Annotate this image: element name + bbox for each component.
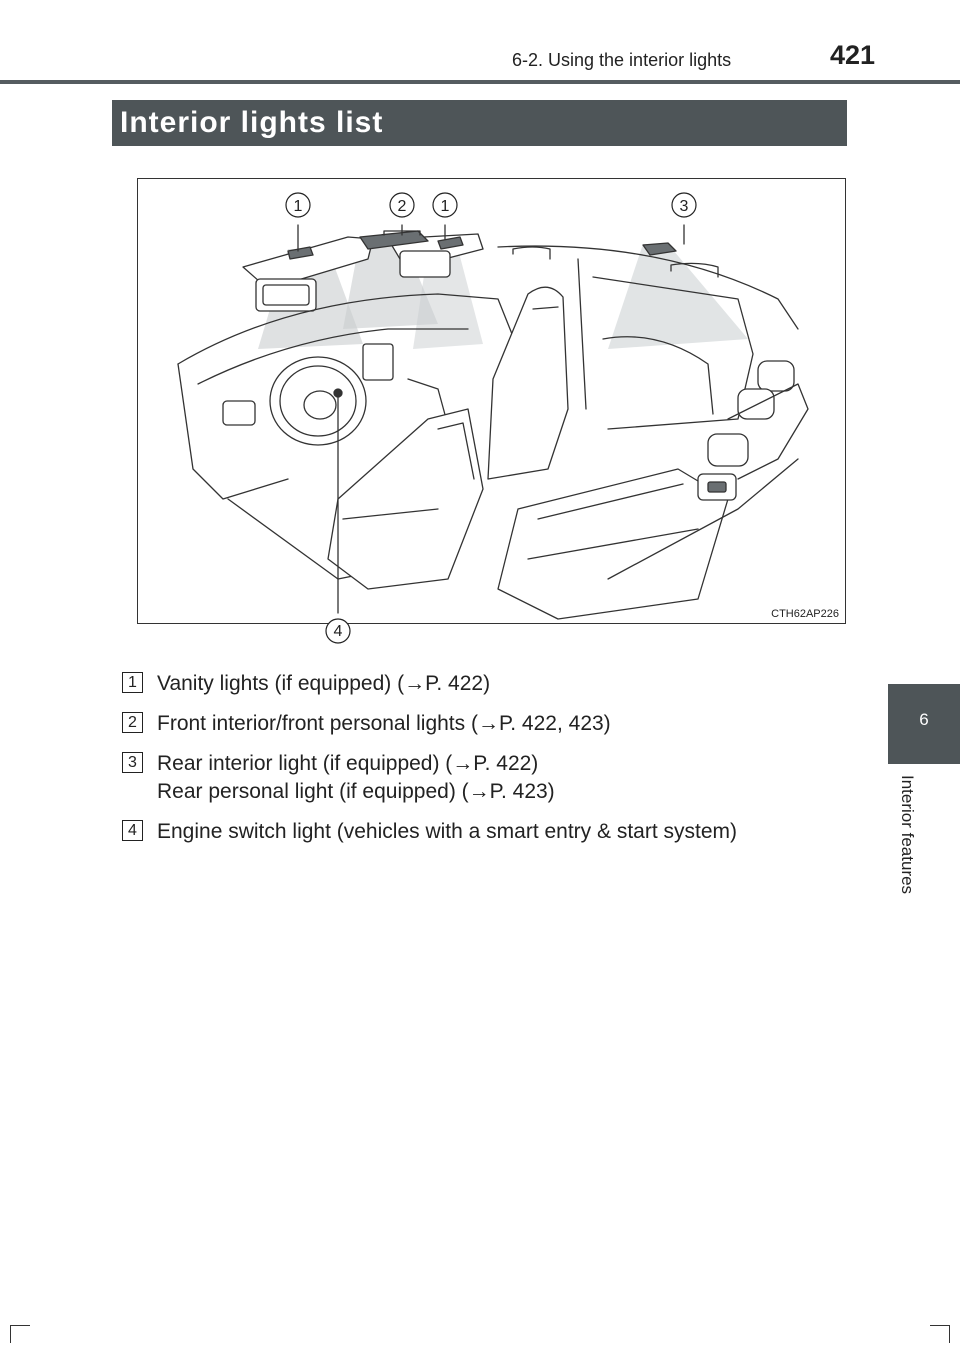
item-number-badge: 2: [122, 712, 143, 733]
item-number-badge: 4: [122, 820, 143, 841]
callout-1b: 1: [441, 198, 450, 215]
lights-list: 1 Vanity lights (if equipped) (→P. 422) …: [122, 670, 842, 858]
car-interior-drawing: 1 2 1 3 4: [177, 192, 809, 644]
item-text: Rear interior light (if equipped) (→P. 4…: [157, 752, 539, 775]
list-item: 3 Rear interior light (if equipped) (→P.…: [122, 750, 842, 806]
item-number-badge: 3: [122, 752, 143, 773]
crop-mark: [10, 1325, 11, 1343]
list-item: 4 Engine switch light (vehicles with a s…: [122, 818, 842, 846]
callout-4: 4: [334, 623, 343, 640]
figure-code: CTH62AP226: [771, 608, 839, 620]
callout-3: 3: [680, 198, 689, 215]
item-text: Front interior/front personal lights (→P…: [157, 712, 611, 735]
page-number: 421: [830, 40, 876, 70]
header-rule: [0, 80, 960, 84]
callout-2: 2: [398, 198, 407, 215]
item-text: Engine switch light (vehicles with a sma…: [157, 820, 738, 843]
interior-illustration: 1 2 1 3 4 CTH62AP226: [137, 178, 846, 644]
page-heading: Interior lights list: [112, 100, 847, 146]
section-title: 6-2. Using the interior lights: [512, 50, 732, 70]
crop-mark: [930, 1325, 950, 1326]
item-text: Vanity lights (if equipped) (→P. 422): [157, 672, 491, 695]
crop-mark: [949, 1325, 950, 1343]
list-item: 2 Front interior/front personal lights (…: [122, 710, 842, 738]
callout-1a: 1: [294, 198, 303, 215]
chapter-tab: 6: [888, 684, 960, 764]
crop-mark: [10, 1325, 30, 1326]
list-item: 1 Vanity lights (if equipped) (→P. 422): [122, 670, 842, 698]
item-number-badge: 1: [122, 672, 143, 693]
chapter-label: Interior features: [898, 775, 917, 895]
item-text: Rear personal light (if equipped) (→P. 4…: [157, 780, 555, 803]
